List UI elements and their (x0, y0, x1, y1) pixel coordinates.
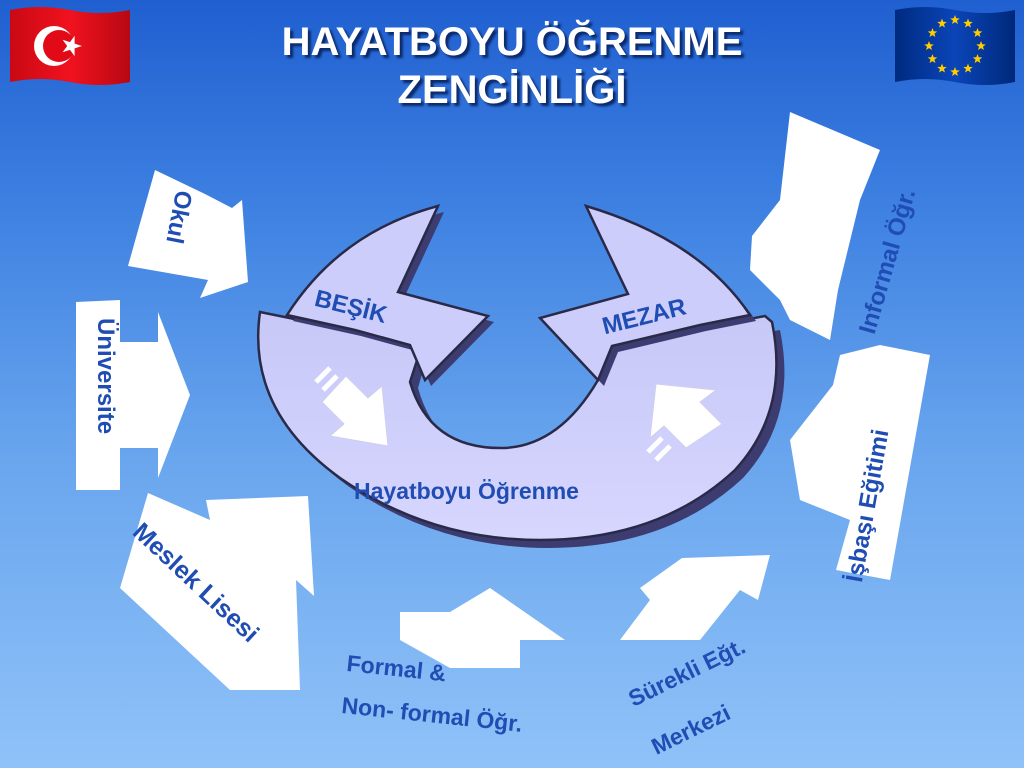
inflow-arrow-icon (314, 366, 389, 447)
title-line-1: HAYATBOYU ÖĞRENME (281, 20, 743, 64)
eu-star-icon (972, 28, 983, 38)
meslek-lisesi-arrow (120, 493, 314, 690)
title-line-2: ZENGİNLİĞİ (397, 68, 627, 112)
eu-star-icon (963, 18, 973, 28)
eu-star-icon (927, 28, 938, 38)
eu-star-icon (937, 18, 947, 28)
eu-star-icon (924, 41, 934, 51)
eu-star-icon (976, 41, 986, 51)
eu-star-icon (950, 67, 960, 77)
informal-arrow (750, 112, 880, 340)
surekli-arrow (620, 555, 770, 640)
outflow-arrow-icon (646, 383, 723, 462)
besik-arrow (284, 204, 494, 386)
ring-body (256, 310, 778, 542)
eu-star-icon (937, 63, 947, 73)
eu-star-icon (963, 63, 973, 73)
eu-star-icon (972, 54, 983, 64)
okul-arrow (128, 170, 248, 298)
universite-arrow (76, 300, 190, 490)
turkish-flag-icon (10, 7, 130, 85)
slide-title: HAYATBOYU ÖĞRENME ZENGİNLİĞİ (200, 18, 824, 114)
eu-star-icon (950, 15, 960, 25)
eu-star-icon (927, 54, 938, 64)
universite-label: Üniversite (92, 318, 119, 435)
formal-arrow (400, 588, 565, 668)
mezar-arrow (537, 203, 756, 386)
ring-label: Hayatboyu Öğrenme (354, 478, 579, 504)
eu-flag-icon (895, 7, 1015, 85)
isbasi-arrow (790, 345, 930, 580)
